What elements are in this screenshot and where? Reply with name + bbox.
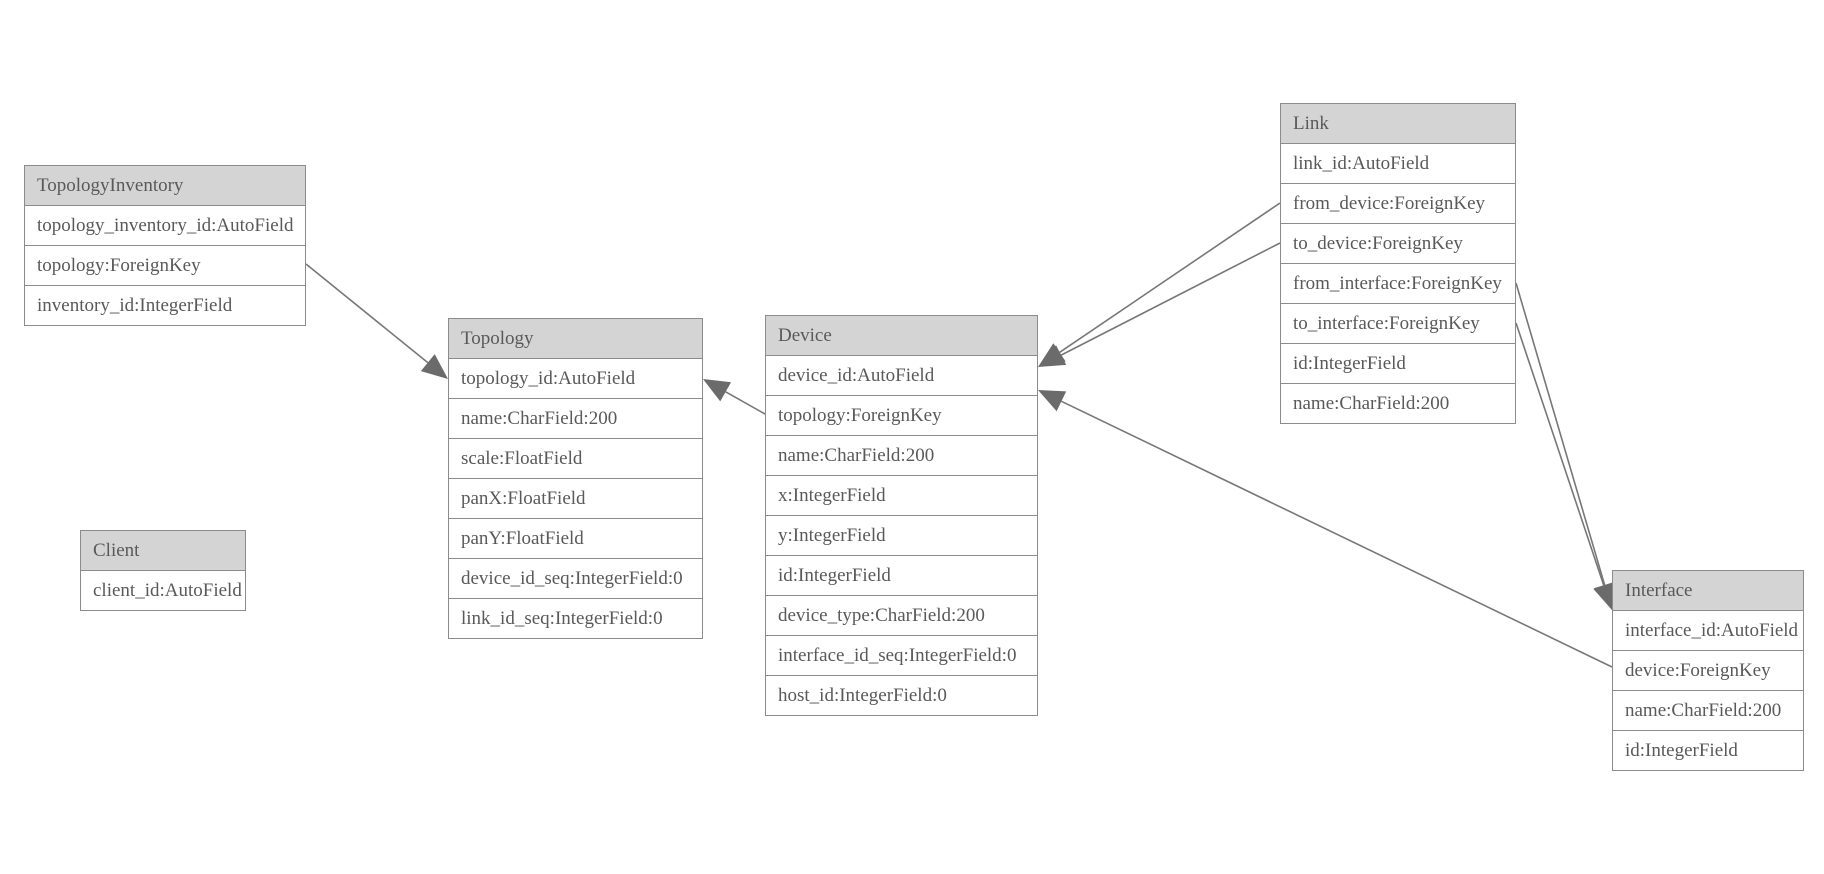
entity-field-row: device:ForeignKey (1613, 651, 1803, 691)
relationship-arrowhead-icon (1038, 343, 1066, 367)
entity-title-topology_inventory: TopologyInventory (25, 166, 305, 206)
entity-field-row: device_id:AutoField (766, 356, 1037, 396)
entity-field-row: id:IntegerField (766, 556, 1037, 596)
relationship-arrowhead-icon (1038, 345, 1067, 367)
entity-field-row: y:IntegerField (766, 516, 1037, 556)
entity-field-row: client_id:AutoField (81, 571, 245, 610)
relationship-arrowhead-icon (420, 354, 448, 379)
rel-topologyinventory-topology (305, 263, 448, 379)
entity-title-device: Device (766, 316, 1037, 356)
rel-link-from-device (1038, 202, 1281, 367)
entity-field-row: panX:FloatField (449, 479, 702, 519)
entity-field-row: topology:ForeignKey (766, 396, 1037, 436)
rel-interface-device (1038, 390, 1613, 668)
rel-link-from-interface (1515, 282, 1616, 610)
relationship-line (305, 263, 429, 364)
relationship-line (1515, 282, 1606, 586)
entity-field-row: interface_id_seq:IntegerField:0 (766, 636, 1037, 676)
relationship-line (1061, 400, 1613, 668)
entity-field-row: to_interface:ForeignKey (1281, 304, 1515, 344)
entity-field-row: name:CharField:200 (766, 436, 1037, 476)
rel-device-topology (703, 379, 766, 415)
entity-field-row: inventory_id:IntegerField (25, 286, 305, 325)
entity-field-row: from_device:ForeignKey (1281, 184, 1515, 224)
entity-field-row: name:CharField:200 (1613, 691, 1803, 731)
entity-field-row: x:IntegerField (766, 476, 1037, 516)
entity-field-row: topology:ForeignKey (25, 246, 305, 286)
relationship-line (1059, 202, 1281, 354)
rel-link-to-device (1038, 242, 1281, 367)
rel-link-to-interface (1515, 322, 1615, 610)
relationship-line (1060, 242, 1281, 356)
entity-title-topology: Topology (449, 319, 702, 359)
entity-field-row: from_interface:ForeignKey (1281, 264, 1515, 304)
relationship-arrowhead-icon (703, 379, 732, 402)
entity-field-row: id:IntegerField (1613, 731, 1803, 770)
entity-title-link: Link (1281, 104, 1515, 144)
entity-field-row: scale:FloatField (449, 439, 702, 479)
entity-title-interface: Interface (1613, 571, 1803, 611)
relationship-line (1515, 322, 1605, 586)
entity-field-row: link_id:AutoField (1281, 144, 1515, 184)
entity-field-row: topology_id:AutoField (449, 359, 702, 399)
entity-field-row: topology_inventory_id:AutoField (25, 206, 305, 246)
entity-field-row: to_device:ForeignKey (1281, 224, 1515, 264)
entity-field-row: id:IntegerField (1281, 344, 1515, 384)
relationship-arrowhead-icon (1038, 390, 1067, 412)
entity-field-row: device_type:CharField:200 (766, 596, 1037, 636)
entity-field-row: panY:FloatField (449, 519, 702, 559)
relationship-line (725, 391, 766, 415)
entity-field-row: device_id_seq:IntegerField:0 (449, 559, 702, 599)
entity-title-client: Client (81, 531, 245, 571)
entity-field-row: host_id:IntegerField:0 (766, 676, 1037, 715)
entity-field-row: link_id_seq:IntegerField:0 (449, 599, 702, 638)
entity-field-row: interface_id:AutoField (1613, 611, 1803, 651)
entity-field-row: name:CharField:200 (1281, 384, 1515, 423)
entity-field-row: name:CharField:200 (449, 399, 702, 439)
